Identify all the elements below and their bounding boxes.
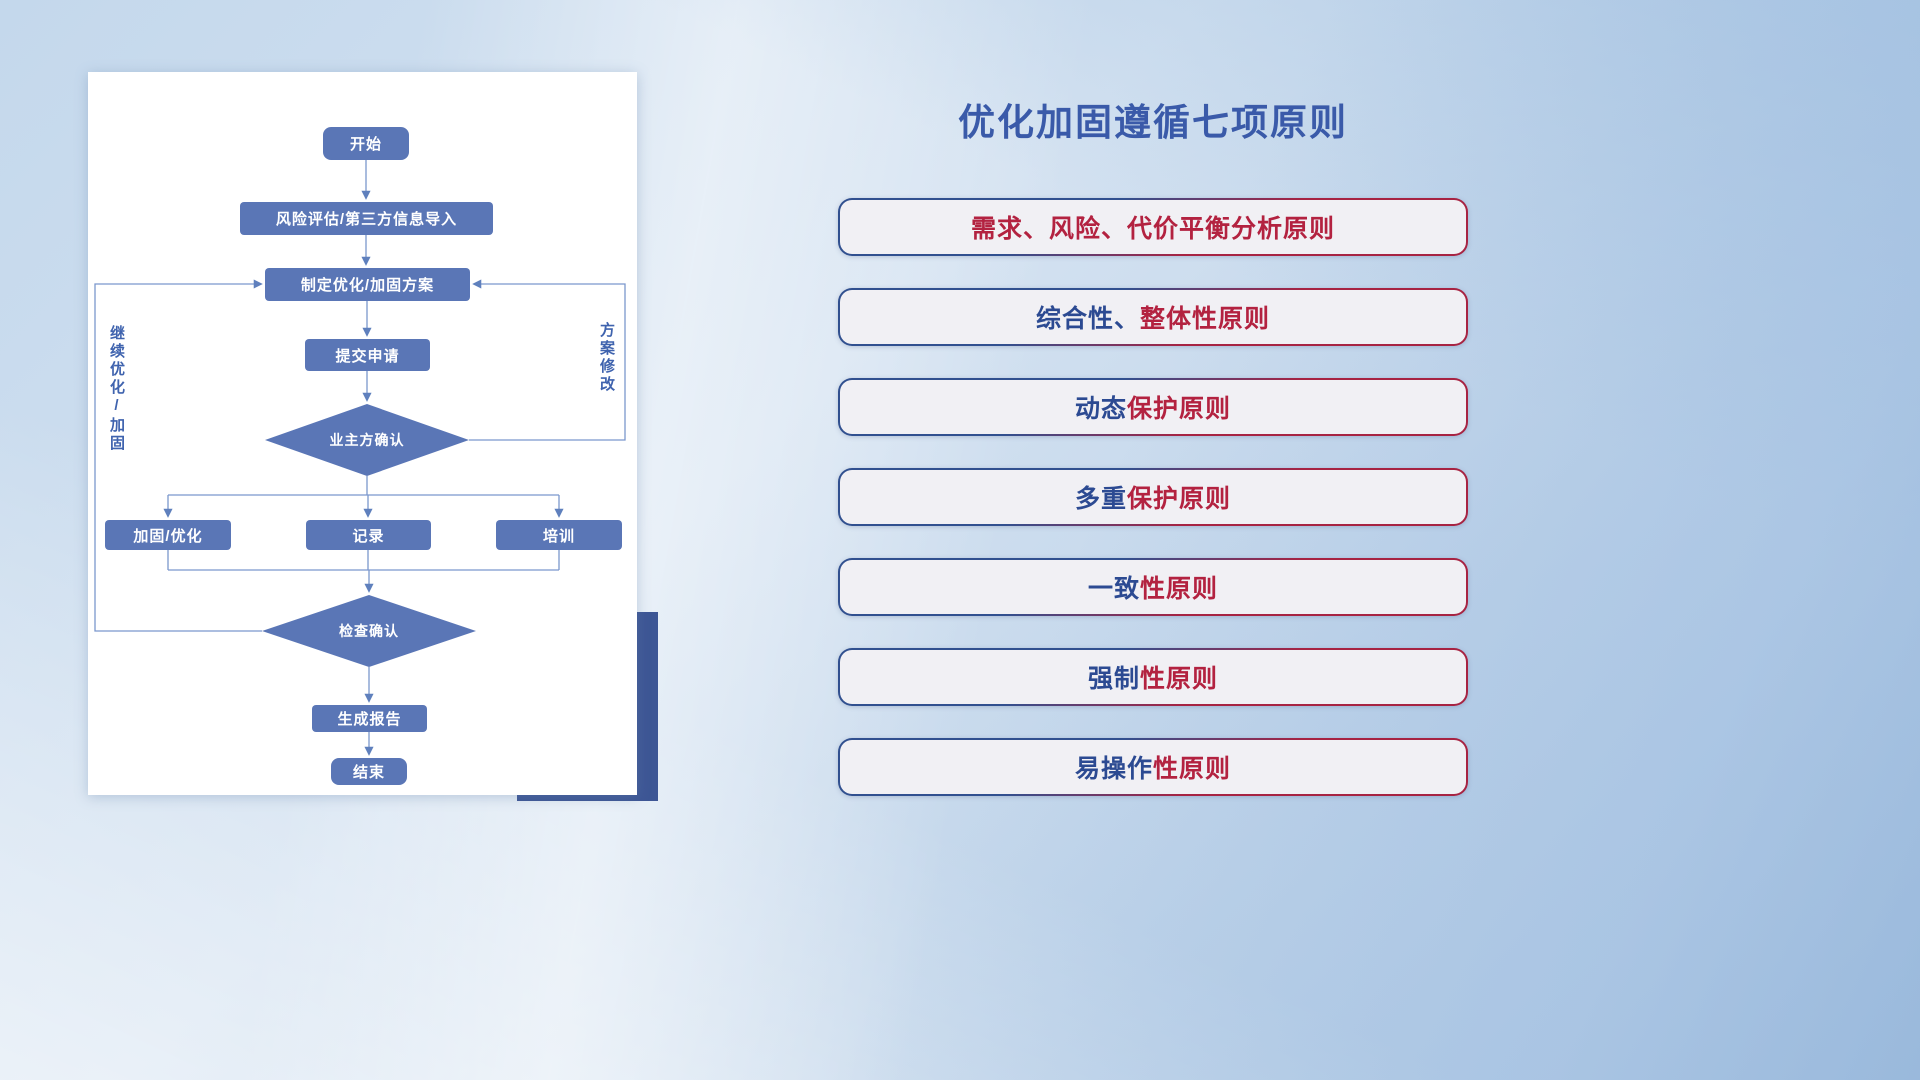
flow-node-risk-import: 风险评估/第三方信息导入 <box>240 202 493 235</box>
flow-node-end: 结束 <box>331 758 407 785</box>
flowchart-card: 开始 风险评估/第三方信息导入 制定优化/加固方案 提交申请 业主方确认 加固/… <box>88 72 637 795</box>
flow-node-reinforce: 加固/优化 <box>105 520 231 550</box>
principle-text-red: 整体性原则 <box>1140 305 1271 333</box>
principle-item-label: 强制性原则 <box>840 650 1466 704</box>
principle-text-red: 保护原则 <box>1127 395 1232 423</box>
principle-item-label: 易操作性原则 <box>840 740 1466 794</box>
principle-text-blue: 强制 <box>1087 665 1140 693</box>
principle-item: 易操作性原则 <box>838 738 1468 796</box>
principle-item-label: 综合性、整体性原则 <box>840 290 1466 344</box>
principle-text-blue: 动态 <box>1074 395 1127 423</box>
flow-node-report: 生成报告 <box>312 705 427 732</box>
flow-node-submit: 提交申请 <box>305 339 430 371</box>
principle-text-blue: 一致 <box>1087 575 1140 603</box>
flow-node-record: 记录 <box>306 520 431 550</box>
page-title: 优化加固遵循七项原则 <box>958 102 1348 143</box>
flow-connectors <box>94 160 626 756</box>
flow-node-training: 培训 <box>496 520 622 550</box>
principle-item: 一致性原则 <box>838 558 1468 616</box>
principle-item: 综合性、整体性原则 <box>838 288 1468 346</box>
loop-label-continue-optimize: 继续优化/加固 <box>108 325 125 453</box>
principle-text-red: 需求、风险、代价平衡分析原则 <box>970 215 1335 243</box>
principle-text-red: 性原则 <box>1140 665 1219 693</box>
principle-text-blue: 综合性、 <box>1035 305 1140 333</box>
flow-node-start: 开始 <box>323 127 409 160</box>
principle-text-red: 性原则 <box>1153 755 1232 783</box>
flow-node-make-plan: 制定优化/加固方案 <box>265 268 470 301</box>
principle-item-label: 多重保护原则 <box>840 470 1466 524</box>
principle-item-label: 需求、风险、代价平衡分析原则 <box>840 200 1466 254</box>
principle-text-red: 保护原则 <box>1127 485 1232 513</box>
principle-text-red: 性原则 <box>1140 575 1219 603</box>
principle-item-label: 一致性原则 <box>840 560 1466 614</box>
principle-item: 多重保护原则 <box>838 468 1468 526</box>
principle-text-blue: 多重 <box>1074 485 1127 513</box>
principle-item: 动态保护原则 <box>838 378 1468 436</box>
principle-item: 强制性原则 <box>838 648 1468 706</box>
principle-item: 需求、风险、代价平衡分析原则 <box>838 198 1468 256</box>
principle-text-blue: 易操作 <box>1074 755 1153 783</box>
principle-item-label: 动态保护原则 <box>840 380 1466 434</box>
principles-list: 需求、风险、代价平衡分析原则 综合性、整体性原则 动态保护原则 多重保护原则 一… <box>838 198 1468 796</box>
loop-label-plan-modify: 方案修改 <box>598 322 615 394</box>
